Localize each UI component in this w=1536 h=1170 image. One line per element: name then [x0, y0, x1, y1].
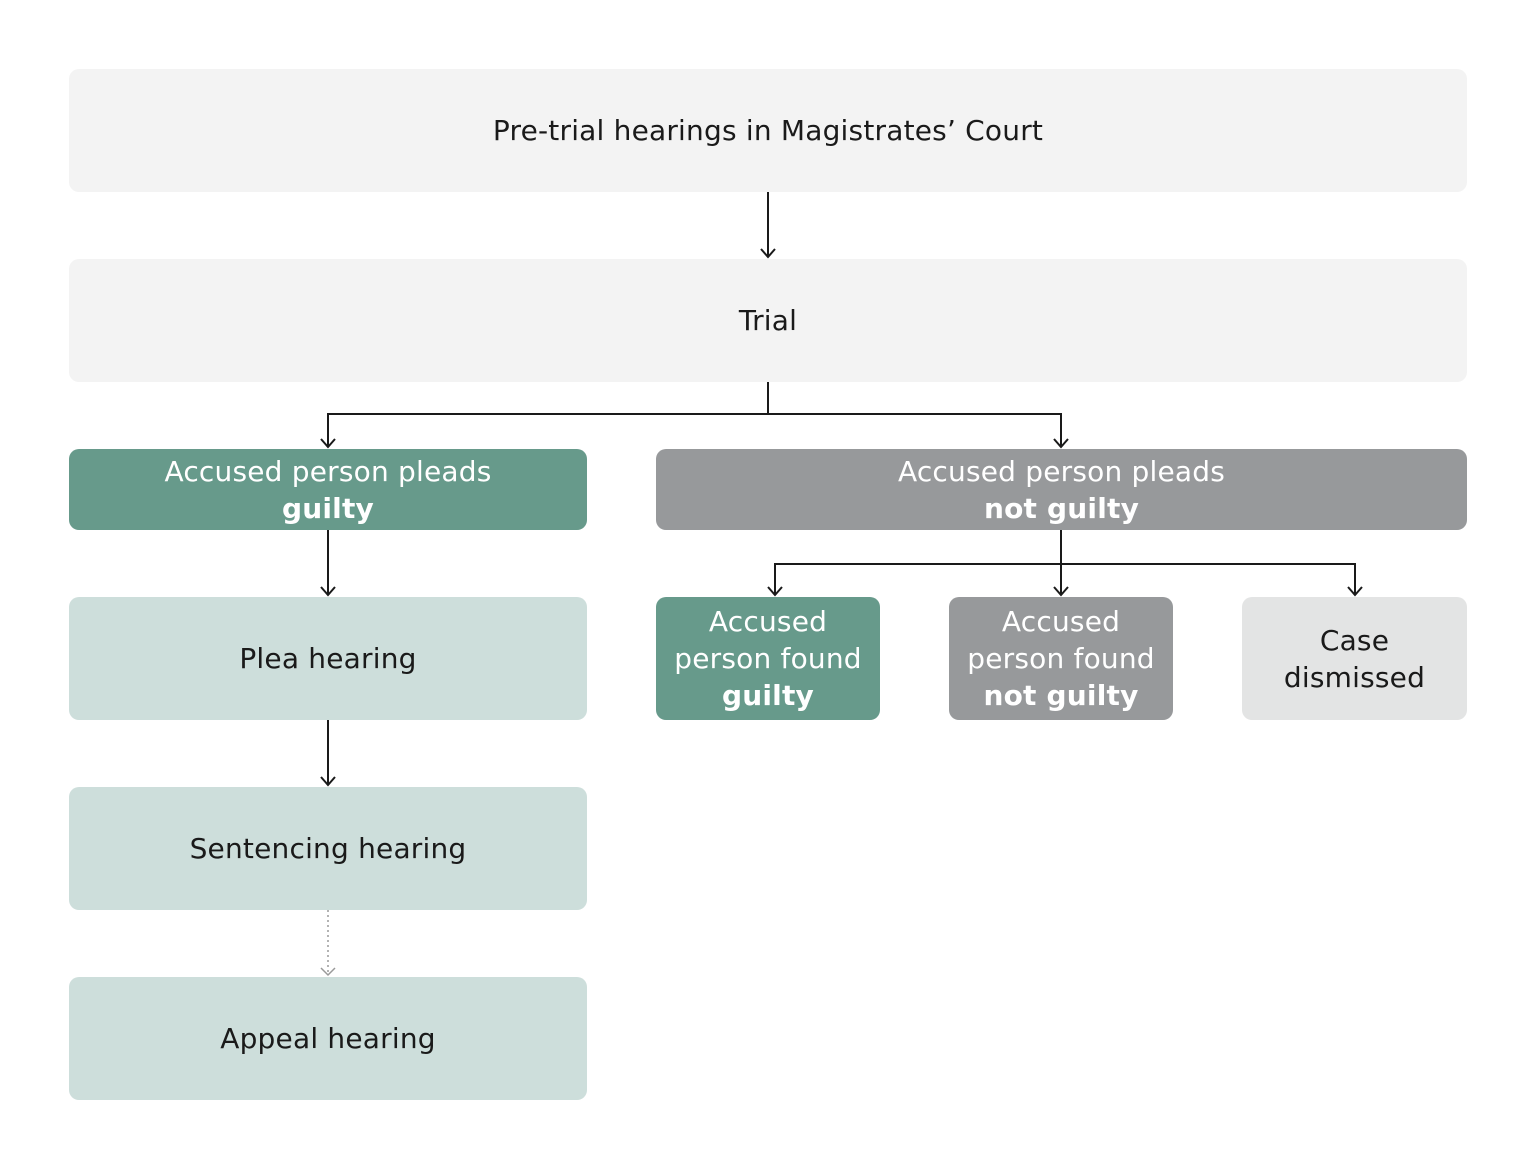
node-trial-label: Trial [738, 304, 798, 337]
node-found-guilty-line3: guilty [721, 679, 814, 712]
arrowhead-found-not-guilty [1053, 586, 1069, 597]
arrowhead-plea-hearing [320, 586, 336, 597]
node-case-dismissed-line2: dismissed [1283, 660, 1426, 694]
node-found-not-guilty: Accused person found not guilty [949, 597, 1173, 720]
arrowhead-appeal [320, 967, 336, 977]
node-found-not-guilty-line1: Accused [1001, 605, 1121, 638]
arrowhead-pleads-guilty [320, 438, 336, 449]
node-found-not-guilty-line2: person found [967, 642, 1155, 675]
node-sentencing-hearing: Sentencing hearing [69, 787, 587, 910]
node-appeal-hearing-label: Appeal hearing [220, 1022, 436, 1055]
node-found-guilty-line1: Accused [708, 605, 828, 638]
node-trial: Trial [69, 259, 1467, 382]
node-found-guilty-line2: person found [674, 642, 862, 675]
node-pretrial-hearings: Pre-trial hearings in Magistrates’ Court [69, 69, 1467, 192]
node-case-dismissed-line1: Case [1319, 623, 1390, 657]
connector-trial-to-pleas [327, 382, 769, 447]
arrowhead-pleads-not-guilty [1053, 438, 1069, 449]
node-sentencing-hearing-label: Sentencing hearing [189, 832, 467, 865]
connector-not-guilty-to-outcomes [774, 563, 1356, 595]
node-pleads-guilty-line1: Accused person pleads [164, 454, 492, 488]
arrowhead-found-guilty [767, 586, 783, 597]
node-pleads-not-guilty: Accused person pleads not guilty [656, 449, 1467, 530]
node-pleads-not-guilty-line2: not guilty [983, 491, 1140, 525]
node-appeal-hearing: Appeal hearing [69, 977, 587, 1100]
node-pleads-guilty-line2: guilty [281, 491, 374, 525]
node-case-dismissed: Case dismissed [1242, 597, 1467, 720]
node-found-not-guilty-line3: not guilty [983, 679, 1139, 712]
node-pleads-not-guilty-line1: Accused person pleads [897, 454, 1226, 488]
arrowhead-case-dismissed [1347, 586, 1363, 597]
node-plea-hearing: Plea hearing [69, 597, 587, 720]
arrowhead-trial [760, 248, 776, 259]
connector-trial-to-not-guilty [768, 413, 1062, 447]
node-pretrial-label: Pre-trial hearings in Magistrates’ Court [492, 114, 1044, 147]
node-pleads-guilty: Accused person pleads guilty [69, 449, 587, 530]
node-found-guilty: Accused person found guilty [656, 597, 880, 720]
node-plea-hearing-label: Plea hearing [239, 642, 417, 675]
arrowhead-sentencing [320, 776, 336, 787]
